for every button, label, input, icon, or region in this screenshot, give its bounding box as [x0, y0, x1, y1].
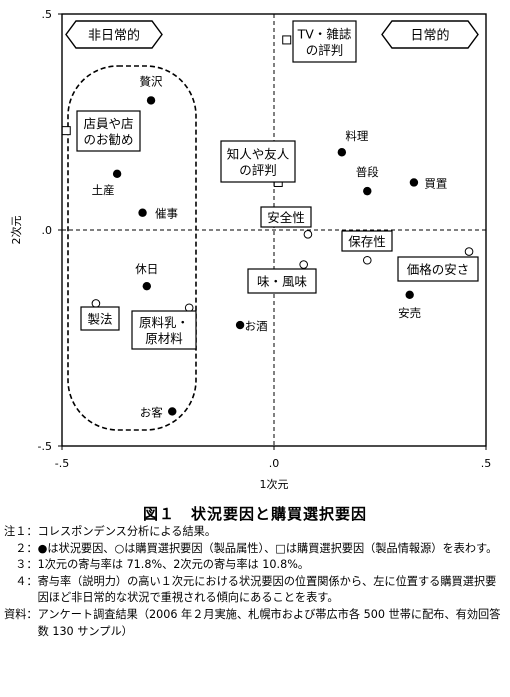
- daily-tag: 日常的: [410, 28, 449, 44]
- point-11-label: 保存性: [348, 234, 386, 249]
- point-6-dot: [142, 281, 151, 291]
- note-label: ４：: [4, 574, 38, 588]
- daily-tag-shape: [381, 20, 479, 49]
- point-11-circle: [362, 255, 372, 265]
- source-note: 資料： アンケート調査結果（2006 年２月実施、札幌市および帯広市各 500 …: [4, 607, 504, 640]
- point-3-label: 普段: [356, 165, 379, 179]
- point-14-circle: [91, 299, 101, 308]
- point-9-label: お客: [140, 405, 163, 419]
- point-12-circle: [464, 247, 474, 256]
- point-13-label: 味・風味: [257, 274, 308, 289]
- point-2-dot: [112, 169, 122, 179]
- note-text: アンケート調査結果（2006 年２月実施、札幌市および帯広市各 500 世帯に配…: [37, 607, 501, 638]
- note-text: コレスポンデンス分析による結果。: [37, 525, 217, 538]
- x-tick-label: .5: [481, 457, 492, 470]
- point-10-label: 安全性: [267, 210, 305, 225]
- note-label: ３：: [4, 558, 38, 572]
- x-axis-label: 1次元: [260, 477, 289, 491]
- point-18-label: 知人や友人の評判: [227, 147, 290, 178]
- point-8-label: 安売: [398, 306, 421, 320]
- point-0-label: 贅沢: [140, 74, 163, 88]
- point-13-circle: [299, 260, 308, 269]
- point-0-dot: [146, 96, 156, 105]
- point-17-label-box: [76, 110, 141, 152]
- y-tick-label: .0: [42, 224, 53, 237]
- point-15-label: 原料乳・原材料: [139, 315, 189, 346]
- point-16-label: TV・雑誌の評判: [297, 27, 352, 58]
- x-tick-label: -.5: [55, 457, 69, 470]
- point-10-circle: [303, 230, 313, 239]
- y-tick-label: .5: [42, 8, 53, 21]
- point-14-label: 製法: [87, 312, 112, 327]
- point-16-square: [282, 35, 292, 45]
- point-10-label-box: [260, 206, 312, 228]
- note-3: ３： 1次元の寄与率は 71.8%、2次元の寄与率は 10.8%。: [4, 557, 504, 574]
- point-16-label-box: [292, 20, 357, 63]
- point-14-label-box: [80, 306, 120, 331]
- point-4-label: 買置: [424, 176, 447, 190]
- point-1-dot: [337, 148, 347, 157]
- point-4-dot: [409, 178, 419, 187]
- point-8-dot: [405, 290, 414, 299]
- figure-notes: 注１： コレスポンデンス分析による結果。 ２： ●は状況要因、○は購買選択要因（…: [4, 524, 504, 640]
- note-1: 注１： コレスポンデンス分析による結果。: [4, 524, 504, 541]
- point-5-label: 催事: [155, 207, 178, 221]
- note-label: 資料：: [4, 607, 38, 621]
- point-9-dot: [168, 407, 177, 416]
- y-tick-label: -.5: [38, 440, 52, 453]
- note-text: 1次元の寄与率は 71.8%、2次元の寄与率は 10.8%。: [37, 558, 310, 572]
- point-17-label: 店員や店のお勧め: [83, 116, 133, 147]
- figure-caption: 図１ 状況要因と購買選択要因: [142, 505, 367, 523]
- point-5-dot: [138, 208, 147, 217]
- point-3-dot: [363, 186, 372, 196]
- note-2: ２： ●は状況要因、○は購買選択要因（製品属性）、□は購買選択要因（製品情報源）…: [4, 541, 504, 558]
- non-daily-tag-shape: [65, 20, 163, 49]
- point-6-label: 休日: [135, 262, 158, 276]
- x-tick-label: .0: [269, 457, 280, 470]
- point-12-label: 価格の安さ: [407, 262, 470, 277]
- point-2-label: 土産: [92, 183, 115, 197]
- point-18-label-box: [220, 140, 296, 183]
- point-7-dot: [235, 320, 245, 330]
- note-label: ２：: [4, 541, 38, 555]
- point-12-label-box: [397, 256, 479, 282]
- note-label: 注１：: [4, 525, 38, 538]
- point-11-label-box: [341, 230, 393, 252]
- note-4: ４： 寄与率（説明力）の高い１次元における状況要因の位置関係から、左に位置する購…: [4, 574, 504, 607]
- note-text: 寄与率（説明力）の高い１次元における状況要因の位置関係から、左に位置する購買選択…: [37, 574, 497, 605]
- point-1-label: 料理: [345, 129, 368, 143]
- point-13-label-box: [247, 268, 317, 294]
- point-15-label-box: [131, 310, 197, 350]
- note-text: ●は状況要因、○は購買選択要因（製品属性）、□は購買選択要因（製品情報源）を表わ…: [37, 541, 498, 555]
- y-axis-label: 2次元: [9, 216, 23, 245]
- non-daily-tag: 非日常的: [88, 28, 140, 44]
- point-7-label: お酒: [245, 319, 268, 333]
- point-17-square: [61, 126, 71, 136]
